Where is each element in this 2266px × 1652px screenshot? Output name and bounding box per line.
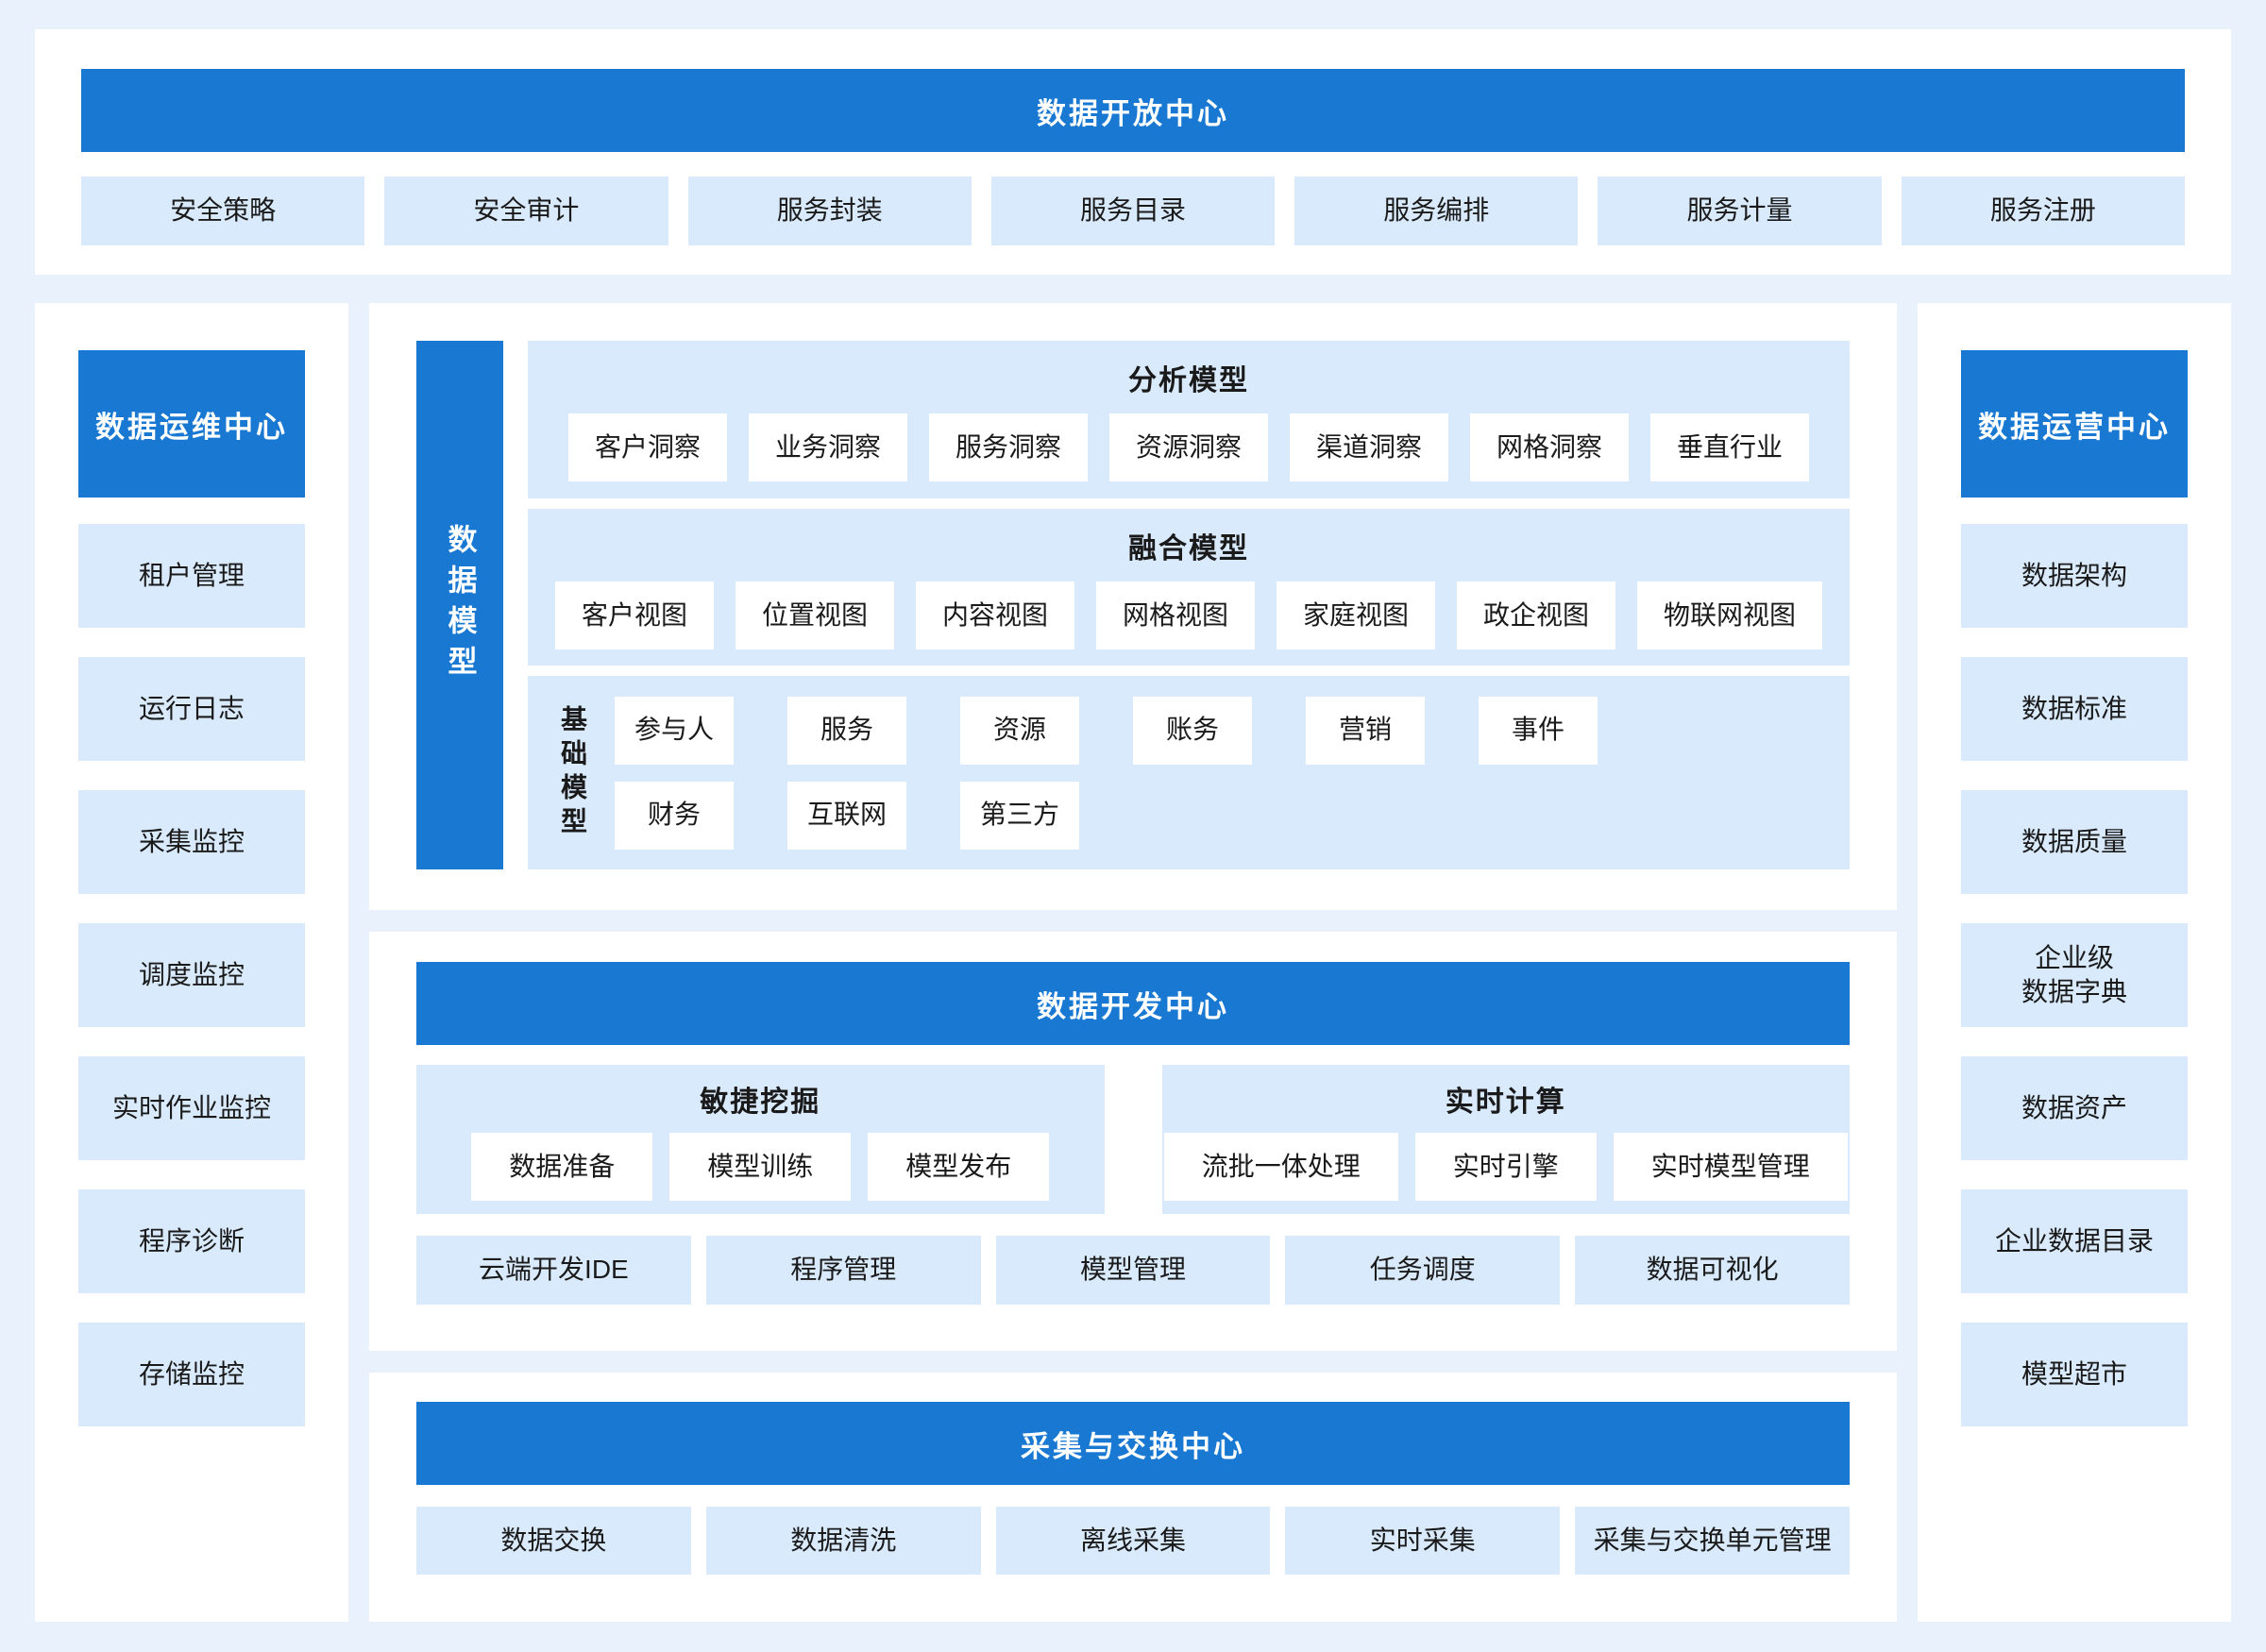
base-model-card: 账务 — [1133, 696, 1252, 765]
biz-center-card: 模型超市 — [1961, 1323, 2188, 1426]
dev-tool-card: 数据可视化 — [1575, 1236, 1850, 1305]
analysis-model-card: 服务洞察 — [928, 413, 1088, 482]
analysis-model-card: 渠道洞察 — [1290, 413, 1449, 482]
exchange-center-items: 数据交换 数据清洗 离线采集 实时采集 采集与交换单元管理 — [416, 1507, 1850, 1575]
fusion-model-card: 客户视图 — [554, 581, 714, 649]
base-model-items: 参与人 服务 资源 账务 营销 事件 财务 互联网 第三方 — [615, 696, 1598, 850]
analysis-model-card: 业务洞察 — [748, 413, 907, 482]
fusion-model-items: 客户视图 位置视图 内容视图 网格视图 家庭视图 政企视图 物联网视图 — [554, 581, 1823, 649]
ops-center-card: 调度监控 — [78, 923, 305, 1027]
open-center-items: 安全策略 安全审计 服务封装 服务目录 服务编排 服务计量 服务注册 — [81, 177, 2185, 245]
ops-center-card: 运行日志 — [78, 657, 305, 761]
biz-center-card: 数据资产 — [1961, 1056, 2188, 1160]
realtime-computing-card: 实时引擎 — [1414, 1133, 1597, 1201]
biz-center-card: 数据质量 — [1961, 790, 2188, 894]
base-model-card: 资源 — [960, 696, 1079, 765]
dev-tool-card: 模型管理 — [995, 1236, 1271, 1305]
fusion-model-card: 内容视图 — [915, 581, 1074, 649]
open-center-title: 数据开放中心 — [81, 69, 2185, 152]
base-model-card: 服务 — [787, 696, 906, 765]
base-model-card: 参与人 — [615, 696, 734, 765]
ops-center-card: 租户管理 — [78, 524, 305, 628]
analysis-model-group: 分析模型 客户洞察 业务洞察 服务洞察 资源洞察 渠道洞察 网格洞察 垂直行业 — [528, 341, 1850, 498]
realtime-computing-group: 实时计算 流批一体处理 实时引擎 实时模型管理 — [1161, 1065, 1850, 1214]
agile-mining-card: 模型训练 — [669, 1133, 852, 1201]
ops-center-card: 程序诊断 — [78, 1189, 305, 1293]
analysis-model-card: 网格洞察 — [1470, 413, 1630, 482]
biz-center-panel: 数据运营中心 数据架构 数据标准 数据质量 企业级 数据字典 数据资产 企业数据… — [1918, 303, 2231, 1622]
ops-center-panel: 数据运维中心 租户管理 运行日志 采集监控 调度监控 实时作业监控 程序诊断 存… — [35, 303, 348, 1622]
open-center-panel: 数据开放中心 安全策略 安全审计 服务封装 服务目录 服务编排 服务计量 服务注… — [35, 29, 2231, 275]
exchange-center-card: 实时采集 — [1285, 1507, 1561, 1575]
ops-center-card: 实时作业监控 — [78, 1056, 305, 1160]
base-model-card: 第三方 — [960, 781, 1079, 850]
data-model-vertical-label-text: 数据模型 — [443, 524, 477, 686]
open-center-card: 安全策略 — [81, 177, 365, 245]
fusion-model-card: 政企视图 — [1457, 581, 1616, 649]
analysis-model-title: 分析模型 — [1128, 365, 1249, 397]
fusion-model-card: 物联网视图 — [1637, 581, 1823, 649]
dev-center-groups: 敏捷挖掘 数据准备 模型训练 模型发布 实时计算 流批一体处理 实时引擎 实时模… — [416, 1065, 1850, 1214]
open-center-card: 服务封装 — [687, 177, 972, 245]
fusion-model-group: 融合模型 客户视图 位置视图 内容视图 网格视图 家庭视图 政企视图 物联网视图 — [528, 508, 1850, 666]
base-model-vertical-label: 基础模型 — [552, 705, 592, 841]
realtime-computing-title: 实时计算 — [1445, 1087, 1566, 1118]
biz-center-title: 数据运营中心 — [1961, 350, 2188, 497]
agile-mining-card: 模型发布 — [868, 1133, 1050, 1201]
ops-center-title: 数据运维中心 — [78, 350, 305, 497]
exchange-center-card: 离线采集 — [995, 1507, 1271, 1575]
dev-center-title: 数据开发中心 — [416, 962, 1850, 1045]
fusion-model-title: 融合模型 — [1128, 532, 1249, 565]
base-model-card: 事件 — [1479, 696, 1598, 765]
analysis-model-card: 资源洞察 — [1108, 413, 1268, 482]
ops-center-card: 采集监控 — [78, 790, 305, 894]
base-model-card: 营销 — [1306, 696, 1425, 765]
dev-tools-items: 云端开发IDE 程序管理 模型管理 任务调度 数据可视化 — [416, 1236, 1850, 1305]
base-model-card: 财务 — [615, 781, 734, 850]
realtime-computing-card: 实时模型管理 — [1613, 1133, 1848, 1201]
exchange-center-title: 采集与交换中心 — [416, 1402, 1850, 1485]
biz-center-card: 企业级 数据字典 — [1961, 923, 2188, 1027]
open-center-card: 服务计量 — [1598, 177, 1882, 245]
dev-center-panel: 数据开发中心 敏捷挖掘 数据准备 模型训练 模型发布 实时计算 流批一体处 — [369, 932, 1897, 1351]
analysis-model-card: 客户洞察 — [567, 413, 727, 482]
analysis-model-card: 垂直行业 — [1650, 413, 1810, 482]
biz-center-card: 数据标准 — [1961, 657, 2188, 761]
analysis-model-items: 客户洞察 业务洞察 服务洞察 资源洞察 渠道洞察 网格洞察 垂直行业 — [567, 413, 1810, 482]
main-row: 数据运维中心 租户管理 运行日志 采集监控 调度监控 实时作业监控 程序诊断 存… — [35, 303, 2231, 1622]
base-model-card: 互联网 — [787, 781, 906, 850]
data-model-groups: 分析模型 客户洞察 业务洞察 服务洞察 资源洞察 渠道洞察 网格洞察 垂直行业 … — [528, 341, 1850, 869]
fusion-model-card: 位置视图 — [735, 581, 894, 649]
ops-center-card: 存储监控 — [78, 1323, 305, 1426]
open-center-card: 安全审计 — [384, 177, 668, 245]
dev-tool-card: 云端开发IDE — [416, 1236, 691, 1305]
agile-mining-group: 敏捷挖掘 数据准备 模型训练 模型发布 — [416, 1065, 1105, 1214]
data-model-panel: 数据模型 分析模型 客户洞察 业务洞察 服务洞察 资源洞察 渠道洞察 网格洞察 … — [369, 303, 1897, 910]
data-model-vertical-label: 数据模型 — [416, 341, 503, 869]
open-center-card: 服务编排 — [1294, 177, 1579, 245]
open-center-card: 服务目录 — [990, 177, 1276, 245]
base-model-group: 基础模型 参与人 服务 资源 账务 营销 事件 财务 互联网 第三方 — [528, 676, 1850, 869]
agile-mining-title: 敏捷挖掘 — [700, 1087, 821, 1118]
exchange-center-panel: 采集与交换中心 数据交换 数据清洗 离线采集 实时采集 采集与交换单元管理 — [369, 1373, 1897, 1622]
dev-tool-card: 任务调度 — [1285, 1236, 1561, 1305]
fusion-model-card: 家庭视图 — [1277, 581, 1436, 649]
agile-mining-items: 数据准备 模型训练 模型发布 — [471, 1133, 1050, 1201]
exchange-center-card: 数据交换 — [416, 1507, 691, 1575]
center-column: 数据模型 分析模型 客户洞察 业务洞察 服务洞察 资源洞察 渠道洞察 网格洞察 … — [369, 303, 1897, 1622]
biz-center-card: 数据架构 — [1961, 524, 2188, 628]
agile-mining-card: 数据准备 — [471, 1133, 653, 1201]
base-model-vertical-label-text: 基础模型 — [558, 704, 587, 841]
fusion-model-card: 网格视图 — [1095, 581, 1255, 649]
biz-center-card: 企业数据目录 — [1961, 1189, 2188, 1293]
realtime-computing-card: 流批一体处理 — [1163, 1133, 1398, 1201]
exchange-center-card: 采集与交换单元管理 — [1575, 1507, 1850, 1575]
exchange-center-card: 数据清洗 — [705, 1507, 981, 1575]
dev-tool-card: 程序管理 — [705, 1236, 981, 1305]
realtime-computing-items: 流批一体处理 实时引擎 实时模型管理 — [1163, 1133, 1848, 1201]
open-center-card: 服务注册 — [1901, 177, 2185, 245]
